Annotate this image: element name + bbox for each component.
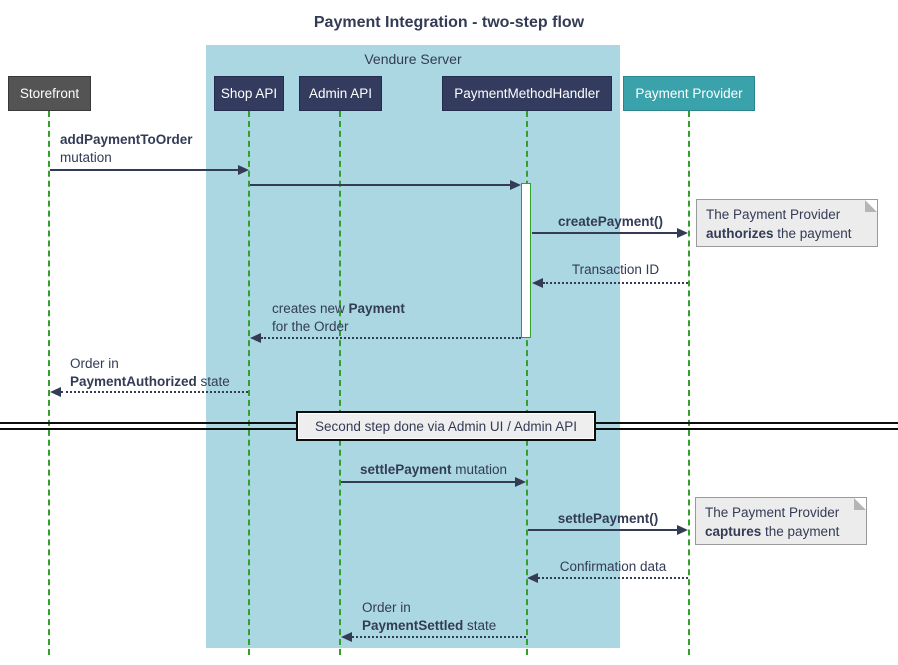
message-arrow-add-payment-to-order: [50, 169, 239, 171]
divider-second-step: Second step done via Admin UI / Admin AP…: [296, 411, 596, 441]
message-label-payment-authorized: Order in PaymentAuthorized state: [70, 356, 230, 389]
participant-shop-api: Shop API: [214, 76, 284, 111]
activation-bar-payment-method-handler: [521, 183, 531, 338]
message-arrow-payment-authorized: [61, 391, 248, 393]
lifeline-storefront: [48, 111, 50, 655]
arrowhead-icon: [515, 477, 526, 487]
message-arrow-confirmation-data: [538, 577, 688, 579]
participant-admin-api: Admin API: [299, 76, 382, 111]
arrowhead-icon: [50, 387, 61, 397]
message-label-confirmation-data: Confirmation data: [559, 559, 667, 574]
note-fold-icon: [854, 498, 866, 510]
note-fold-icon: [865, 200, 877, 212]
arrowhead-icon: [341, 632, 352, 642]
message-arrow-creates-new-payment: [261, 337, 521, 339]
participant-shop-api-label: Shop API: [220, 86, 278, 101]
participant-payment-provider: Payment Provider: [623, 76, 755, 111]
arrowhead-icon: [677, 525, 688, 535]
participant-admin-api-label: Admin API: [308, 86, 373, 101]
message-arrow-create-payment: [532, 232, 678, 234]
participant-payment-provider-label: Payment Provider: [635, 86, 743, 101]
arrowhead-icon: [677, 228, 688, 238]
participant-payment-method-handler: PaymentMethodHandler: [442, 76, 612, 111]
vendure-server-container: [206, 45, 620, 648]
note-authorizes: The Payment Provider authorizes the paym…: [696, 199, 878, 247]
message-arrow-transaction-id: [543, 282, 688, 284]
message-arrow-payment-settled: [352, 636, 526, 638]
divider-label: Second step done via Admin UI / Admin AP…: [315, 418, 577, 434]
message-label-settle-payment-call: settlePayment(): [557, 511, 659, 526]
arrowhead-icon: [532, 278, 543, 288]
message-arrow-settle-payment-mutation: [341, 481, 516, 483]
lifeline-shop-api: [248, 111, 250, 655]
message-label-transaction-id: Transaction ID: [571, 262, 660, 277]
message-arrow-settle-payment-call: [528, 529, 678, 531]
note-captures: The Payment Provider captures the paymen…: [695, 497, 867, 545]
message-label-settle-payment-mutation: settlePayment mutation: [359, 462, 508, 477]
lifeline-payment-method-handler: [526, 111, 528, 655]
arrowhead-icon: [527, 573, 538, 583]
participant-storefront-label: Storefront: [19, 86, 80, 101]
message-label-creates-new-payment: creates new Payment for the Order: [272, 301, 405, 334]
participant-storefront: Storefront: [8, 76, 91, 111]
lifeline-admin-api: [339, 111, 341, 655]
lifeline-payment-provider: [688, 111, 690, 655]
message-label-payment-settled: Order in PaymentSettled state: [362, 600, 497, 633]
diagram-title: Payment Integration - two-step flow: [313, 14, 585, 31]
message-label-add-payment-to-order: addPaymentToOrder mutation: [60, 132, 193, 165]
arrowhead-icon: [238, 165, 249, 175]
message-label-create-payment: createPayment(): [557, 214, 664, 229]
participant-payment-method-handler-label: PaymentMethodHandler: [454, 86, 600, 101]
vendure-server-label: Vendure Server: [364, 51, 462, 67]
arrowhead-icon: [510, 180, 521, 190]
arrowhead-icon: [250, 333, 261, 343]
message-arrow-shop-to-handler: [250, 184, 511, 186]
